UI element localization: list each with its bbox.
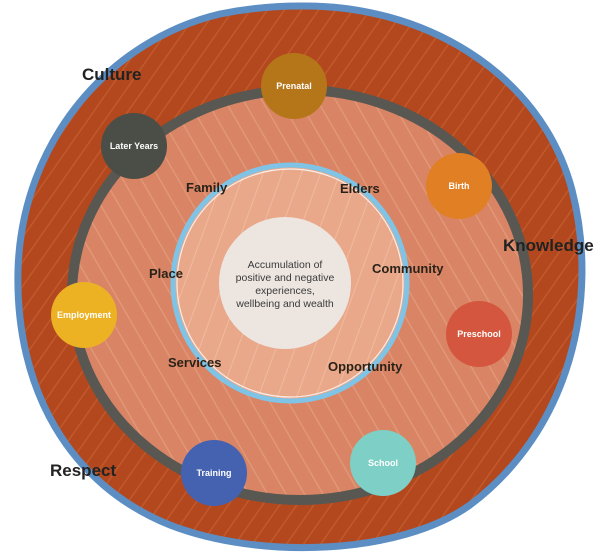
- birth-circle: [426, 153, 492, 219]
- label-opportunity: Opportunity: [328, 359, 403, 374]
- preschool-circle: [446, 301, 512, 367]
- stage-node-training: Training: [181, 440, 247, 506]
- prenatal-label: Prenatal: [276, 81, 312, 91]
- label-respect: Respect: [50, 461, 116, 480]
- label-place: Place: [149, 266, 183, 281]
- label-elders: Elders: [340, 181, 380, 196]
- later-years-label: Later Years: [110, 141, 158, 151]
- label-culture: Culture: [82, 65, 142, 84]
- stage-node-school: School: [350, 430, 416, 496]
- later-years-circle: [101, 113, 167, 179]
- school-label: School: [368, 458, 398, 468]
- center-text-line-3: experiences,: [255, 285, 315, 297]
- training-circle: [181, 440, 247, 506]
- label-community: Community: [372, 261, 444, 276]
- center-text-line-1: Accumulation of: [248, 259, 323, 271]
- employment-circle: [51, 282, 117, 348]
- label-knowledge: Knowledge: [503, 236, 594, 255]
- prenatal-circle: [261, 53, 327, 119]
- center-disc: [219, 217, 351, 349]
- stage-node-prenatal: Prenatal: [261, 53, 327, 119]
- label-family: Family: [186, 180, 228, 195]
- label-services: Services: [168, 355, 222, 370]
- birth-label: Birth: [449, 181, 470, 191]
- center-text-line-4: wellbeing and wealth: [235, 298, 334, 310]
- preschool-label: Preschool: [457, 329, 501, 339]
- training-label: Training: [196, 468, 231, 478]
- stage-node-birth: Birth: [426, 153, 492, 219]
- employment-label: Employment: [57, 310, 111, 320]
- stage-node-later-years: Later Years: [101, 113, 167, 179]
- center-text-line-2: positive and negative: [236, 272, 335, 284]
- inner-circle-highlight: [176, 168, 404, 398]
- stage-node-preschool: Preschool: [446, 301, 512, 367]
- stage-node-employment: Employment: [51, 282, 117, 348]
- school-circle: [350, 430, 416, 496]
